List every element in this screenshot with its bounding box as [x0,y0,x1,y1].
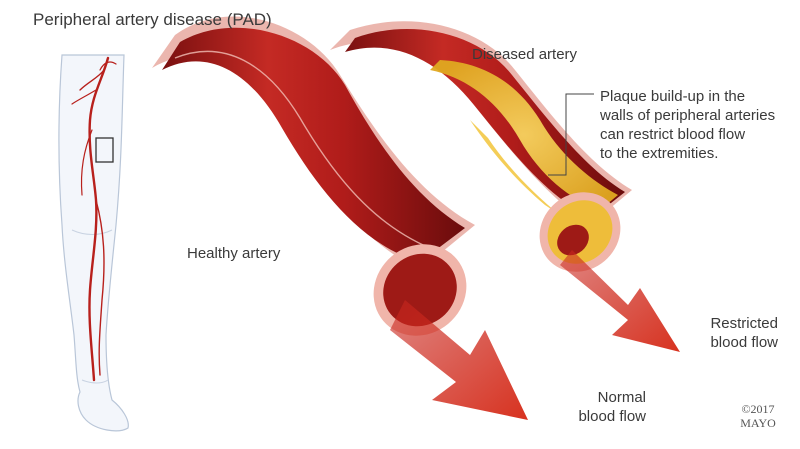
ankle-line [81,379,109,384]
artery-branch [99,61,117,71]
artery-branch [79,69,105,91]
healthy-artery-label: Healthy artery [187,245,281,262]
copyright-line: MAYO [740,416,776,430]
plaque-leader-line [548,93,594,176]
copyright-line: ©2017 [741,402,775,416]
copyright-mark: ©2017 MAYO [733,402,783,430]
normal-flow-arrow [390,300,528,420]
highlight-box [95,137,114,163]
plaque-annotation-line: Plaque build-up in the [600,88,746,105]
knee-line [71,229,113,235]
plaque-annotation-line: walls of peripheral arteries [600,107,776,124]
diseased-artery-lumen [557,224,589,256]
normal-flow-label-line: blood flow [578,408,646,425]
diseased-artery-label: Diseased artery [472,46,578,63]
normal-flow-label: Normal blood flow [568,388,646,426]
restricted-flow-label-line: blood flow [710,334,778,351]
plaque-annotation: Plaque build-up in the walls of peripher… [600,87,800,163]
diseased-artery [330,21,632,272]
healthy-artery-body [162,27,465,262]
leg-arteries [71,56,117,382]
diagram-title: Peripheral artery disease (PAD) [33,10,272,29]
plaque-annotation-line: to the extremities. [600,145,719,162]
restricted-flow-arrow [560,250,680,352]
healthy-artery-inner-line [174,50,431,249]
artery-branch [95,199,105,376]
healthy-artery [152,16,475,336]
artery-branch [71,89,97,105]
restricted-flow-label: Restricted blood flow [688,314,778,352]
artery-branch [80,129,93,196]
plaque-deposit [430,60,618,210]
normal-flow-label-line: Normal [597,389,646,406]
plaque-annotation-line: can restrict blood flow [600,126,746,143]
plaque-deposit-lower [470,120,560,215]
restricted-flow-label-line: Restricted [710,315,778,332]
